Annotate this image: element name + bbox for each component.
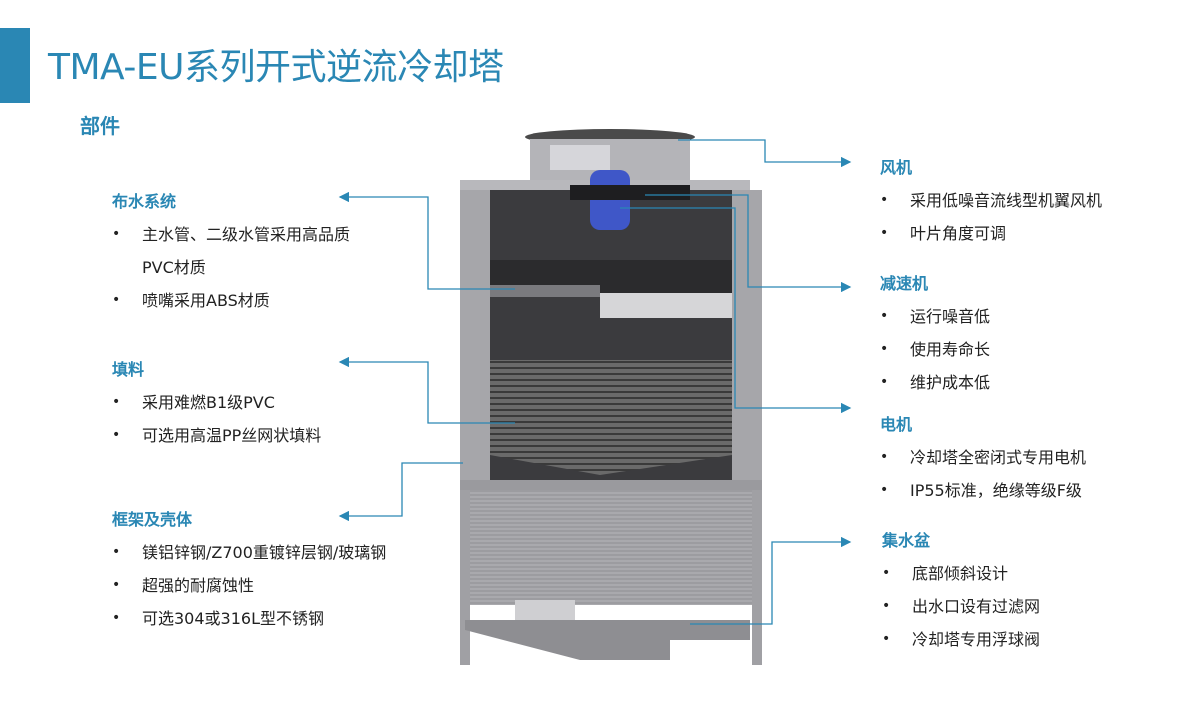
list-item: 主水管、二级水管采用高品质PVC材质	[112, 218, 372, 284]
list-item: 喷嘴采用ABS材质	[112, 284, 372, 317]
section-heading: 风机	[880, 158, 913, 177]
list-item: 采用低噪音流线型机翼风机	[880, 184, 1102, 217]
fill-media	[490, 360, 732, 475]
title-accent-bar	[0, 28, 30, 103]
list-item: 镁铝锌钢/Z700重镀锌层钢/玻璃钢	[112, 536, 386, 569]
section-heading: 集水盆	[882, 531, 931, 550]
leader-line-gearbox	[645, 194, 852, 293]
section-gearbox: 减速机 运行噪音低 使用寿命长 维护成本低	[880, 270, 990, 399]
page-subtitle: 部件	[80, 114, 120, 138]
list-item: 运行噪音低	[880, 300, 990, 333]
section-water-distribution: 布水系统 主水管、二级水管采用高品质PVC材质 喷嘴采用ABS材质	[112, 188, 372, 317]
leader-line-fill	[338, 356, 515, 424]
page-title: TMA-EU系列开式逆流冷却塔	[48, 47, 504, 88]
section-motor: 电机 冷却塔全密闭式专用电机 IP55标准，绝缘等级F级	[880, 411, 1086, 507]
leader-line-casing	[338, 462, 463, 522]
section-heading: 减速机	[880, 274, 929, 293]
list-item: 可选304或316L型不锈钢	[112, 602, 386, 635]
list-item: 冷却塔专用浮球阀	[882, 623, 1040, 656]
list-item: 使用寿命长	[880, 333, 990, 366]
list-item: 叶片角度可调	[880, 217, 1102, 250]
list-item: 底部倾斜设计	[882, 557, 1040, 590]
air-inlet-louvers	[470, 490, 752, 605]
cooling-tower-illustration	[460, 129, 762, 665]
list-item: 采用难燃B1级PVC	[112, 386, 321, 419]
list-item: 出水口设有过滤网	[882, 590, 1040, 623]
section-heading: 电机	[880, 415, 913, 434]
section-basin: 集水盆 底部倾斜设计 出水口设有过滤网 冷却塔专用浮球阀	[882, 527, 1040, 656]
cold-water-basin	[465, 620, 750, 660]
casing-left	[460, 190, 490, 480]
leader-line-basin	[690, 536, 852, 625]
section-fill: 填料 采用难燃B1级PVC 可选用高温PP丝网状填料	[112, 356, 321, 452]
list-item: 维护成本低	[880, 366, 990, 399]
section-heading: 填料	[112, 360, 145, 379]
leader-line-motor	[620, 207, 852, 414]
list-item: 可选用高温PP丝网状填料	[112, 419, 321, 452]
leader-line-fan	[678, 139, 852, 168]
section-heading: 框架及壳体	[112, 510, 193, 529]
section-fan: 风机 采用低噪音流线型机翼风机 叶片角度可调	[880, 154, 1102, 250]
leader-line-water-distribution	[338, 191, 515, 290]
casing-right	[732, 190, 762, 480]
list-item: 冷却塔全密闭式专用电机	[880, 441, 1086, 474]
section-heading: 布水系统	[112, 192, 177, 211]
list-item: 超强的耐腐蚀性	[112, 569, 386, 602]
list-item: IP55标准，绝缘等级F级	[880, 474, 1086, 507]
section-casing: 框架及壳体 镁铝锌钢/Z700重镀锌层钢/玻璃钢 超强的耐腐蚀性 可选304或3…	[112, 506, 386, 635]
